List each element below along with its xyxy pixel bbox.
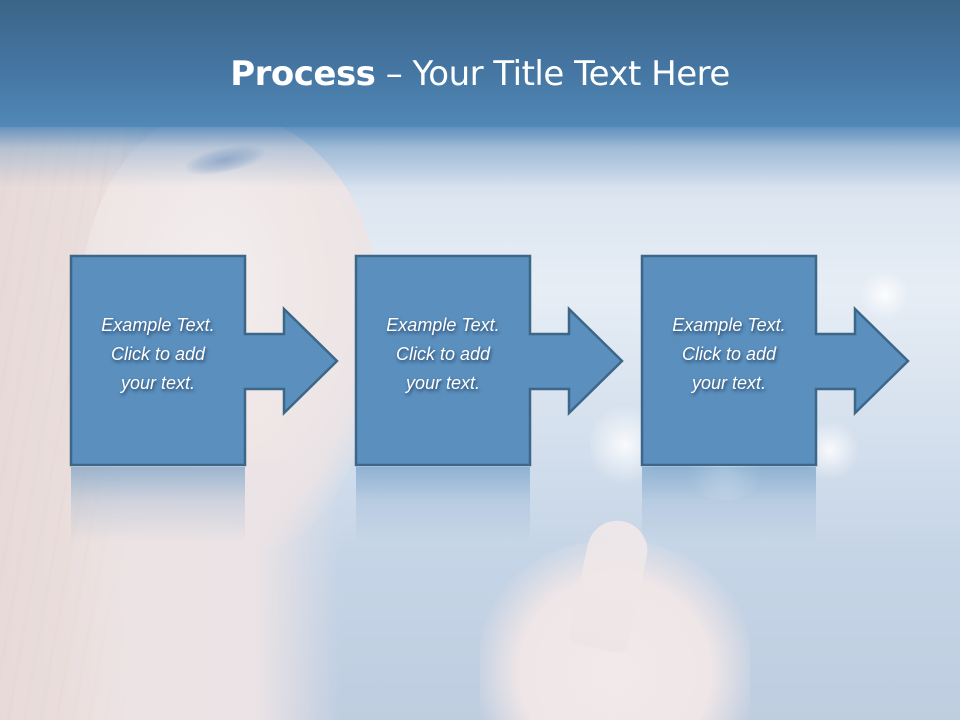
- step-1-line-3: your text.: [120, 373, 196, 393]
- step-3-text[interactable]: Example Text. Click to add your text.: [642, 311, 816, 398]
- step-1-line-2: Click to add: [110, 344, 206, 364]
- slide-title[interactable]: Process – Your Title Text Here: [0, 52, 960, 96]
- step-1-reflection: [71, 467, 245, 542]
- title-bar-fade: [0, 127, 960, 187]
- title-rest-part: – Your Title Text Here: [375, 54, 731, 94]
- step-3-line-1: Example Text.: [672, 315, 786, 335]
- arrow-box-shape-icon: [69, 254, 339, 467]
- step-2-line-1: Example Text.: [386, 315, 500, 335]
- step-1-text[interactable]: Example Text. Click to add your text.: [71, 311, 245, 398]
- dandelion-seed-decoration: [860, 270, 910, 320]
- step-1-line-1: Example Text.: [101, 315, 215, 335]
- step-3-reflection: [642, 467, 816, 542]
- title-bold-part: Process: [230, 54, 376, 94]
- arrow-box-shape-icon: [354, 254, 624, 467]
- step-2-line-3: your text.: [405, 373, 481, 393]
- step-2-text[interactable]: Example Text. Click to add your text.: [356, 311, 530, 398]
- step-3-line-3: your text.: [691, 373, 767, 393]
- arrow-box-shape-icon: [640, 254, 910, 467]
- step-3-line-2: Click to add: [681, 344, 777, 364]
- step-2-line-2: Click to add: [395, 344, 491, 364]
- step-2-reflection: [356, 467, 530, 542]
- title-bar: [0, 0, 960, 127]
